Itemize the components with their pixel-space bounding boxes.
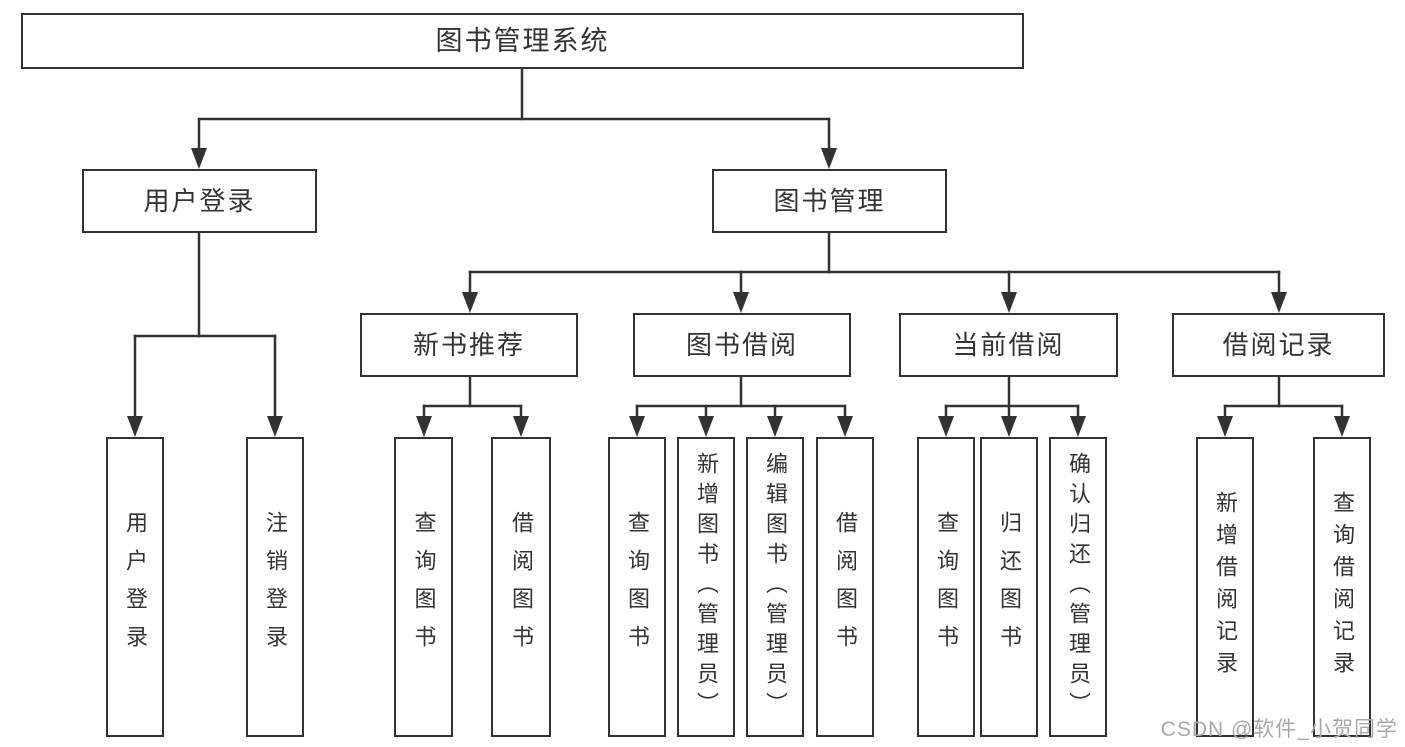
arrowhead [629, 416, 645, 437]
leaf-label: 新增借阅记录 [1213, 491, 1238, 683]
edge-user-login-to-leaves [127, 231, 283, 437]
leaf-query-borrow-record: 查询借阅记录 [1313, 437, 1371, 737]
node-library-management-system: 图书管理系统 [21, 13, 1024, 69]
arrowhead [698, 416, 714, 437]
leaf-label: 查询图书 [625, 511, 650, 663]
node-label: 当前借阅 [952, 330, 1065, 360]
arrowhead [733, 292, 749, 313]
node-book-management: 图书管理 [712, 169, 947, 233]
arrowhead [1001, 416, 1017, 437]
leaf-borrow-books: 借阅图书 [491, 437, 551, 737]
arrowhead [267, 416, 283, 437]
arrowhead [1271, 292, 1287, 313]
leaf-user-login: 用户登录 [106, 437, 164, 737]
node-new-book-recommend: 新书推荐 [360, 313, 578, 377]
leaf-logout: 注销登录 [246, 437, 304, 737]
leaf-return-books: 归还图书 [980, 437, 1038, 737]
edge-borrow-record-to-leaves [1217, 375, 1350, 437]
leaf-label: 注销登录 [263, 511, 288, 663]
arrowhead [416, 416, 432, 437]
node-label: 用户登录 [143, 186, 256, 216]
arrowhead [821, 148, 837, 169]
leaf-label: 查询图书 [934, 511, 959, 663]
leaf-confirm-return-admin: 确认归还（管理员） [1049, 437, 1107, 737]
leaf-borrow-books: 借阅图书 [816, 437, 874, 737]
leaf-label: 借阅图书 [509, 511, 534, 663]
leaf-edit-book-admin: 编辑图书（管理员） [746, 437, 804, 737]
edge-book-borrow-to-leaves [629, 375, 853, 437]
leaf-query-books: 查询图书 [917, 437, 975, 737]
node-label: 借阅记录 [1222, 330, 1335, 360]
edge-current-borrow-to-leaves [938, 375, 1086, 437]
node-user-login: 用户登录 [82, 169, 317, 233]
node-label: 新书推荐 [412, 330, 525, 360]
leaf-label: 借阅图书 [833, 511, 858, 663]
leaf-add-borrow-record: 新增借阅记录 [1196, 437, 1254, 737]
edge-book-mgmt-to-level3 [462, 231, 1287, 313]
leaf-label: 确认归还（管理员） [1066, 452, 1091, 722]
leaf-query-books: 查询图书 [394, 437, 453, 737]
node-book-borrow: 图书借阅 [633, 313, 851, 377]
csdn-watermark: CSDN @软件_小贺同学 [1160, 718, 1398, 741]
node-current-borrow: 当前借阅 [899, 313, 1118, 377]
node-label: 图书借阅 [685, 330, 798, 360]
arrowhead [767, 416, 783, 437]
leaf-add-book-admin: 新增图书（管理员） [677, 437, 735, 737]
arrowhead [1334, 416, 1350, 437]
arrowhead [191, 148, 207, 169]
node-label: 图书管理系统 [435, 25, 610, 56]
node-label: 图书管理 [773, 186, 886, 216]
arrowhead [1001, 292, 1017, 313]
arrowhead [462, 292, 478, 313]
arrowhead [938, 416, 954, 437]
leaf-label: 用户登录 [123, 511, 148, 663]
arrowhead [513, 416, 529, 437]
leaf-label: 新增图书（管理员） [694, 452, 719, 722]
leaf-label: 编辑图书（管理员） [763, 452, 788, 722]
leaf-label: 查询借阅记录 [1330, 491, 1355, 683]
arrowhead [1217, 416, 1233, 437]
leaf-label: 查询图书 [411, 511, 437, 663]
leaf-query-books: 查询图书 [608, 437, 666, 737]
arrowhead [127, 416, 143, 437]
arrowhead [1070, 416, 1086, 437]
leaf-label: 归还图书 [997, 511, 1022, 663]
edge-new-book-to-leaves [416, 375, 529, 437]
edge-root-to-level2 [191, 67, 837, 169]
node-borrow-records: 借阅记录 [1172, 313, 1385, 377]
arrowhead [837, 416, 853, 437]
